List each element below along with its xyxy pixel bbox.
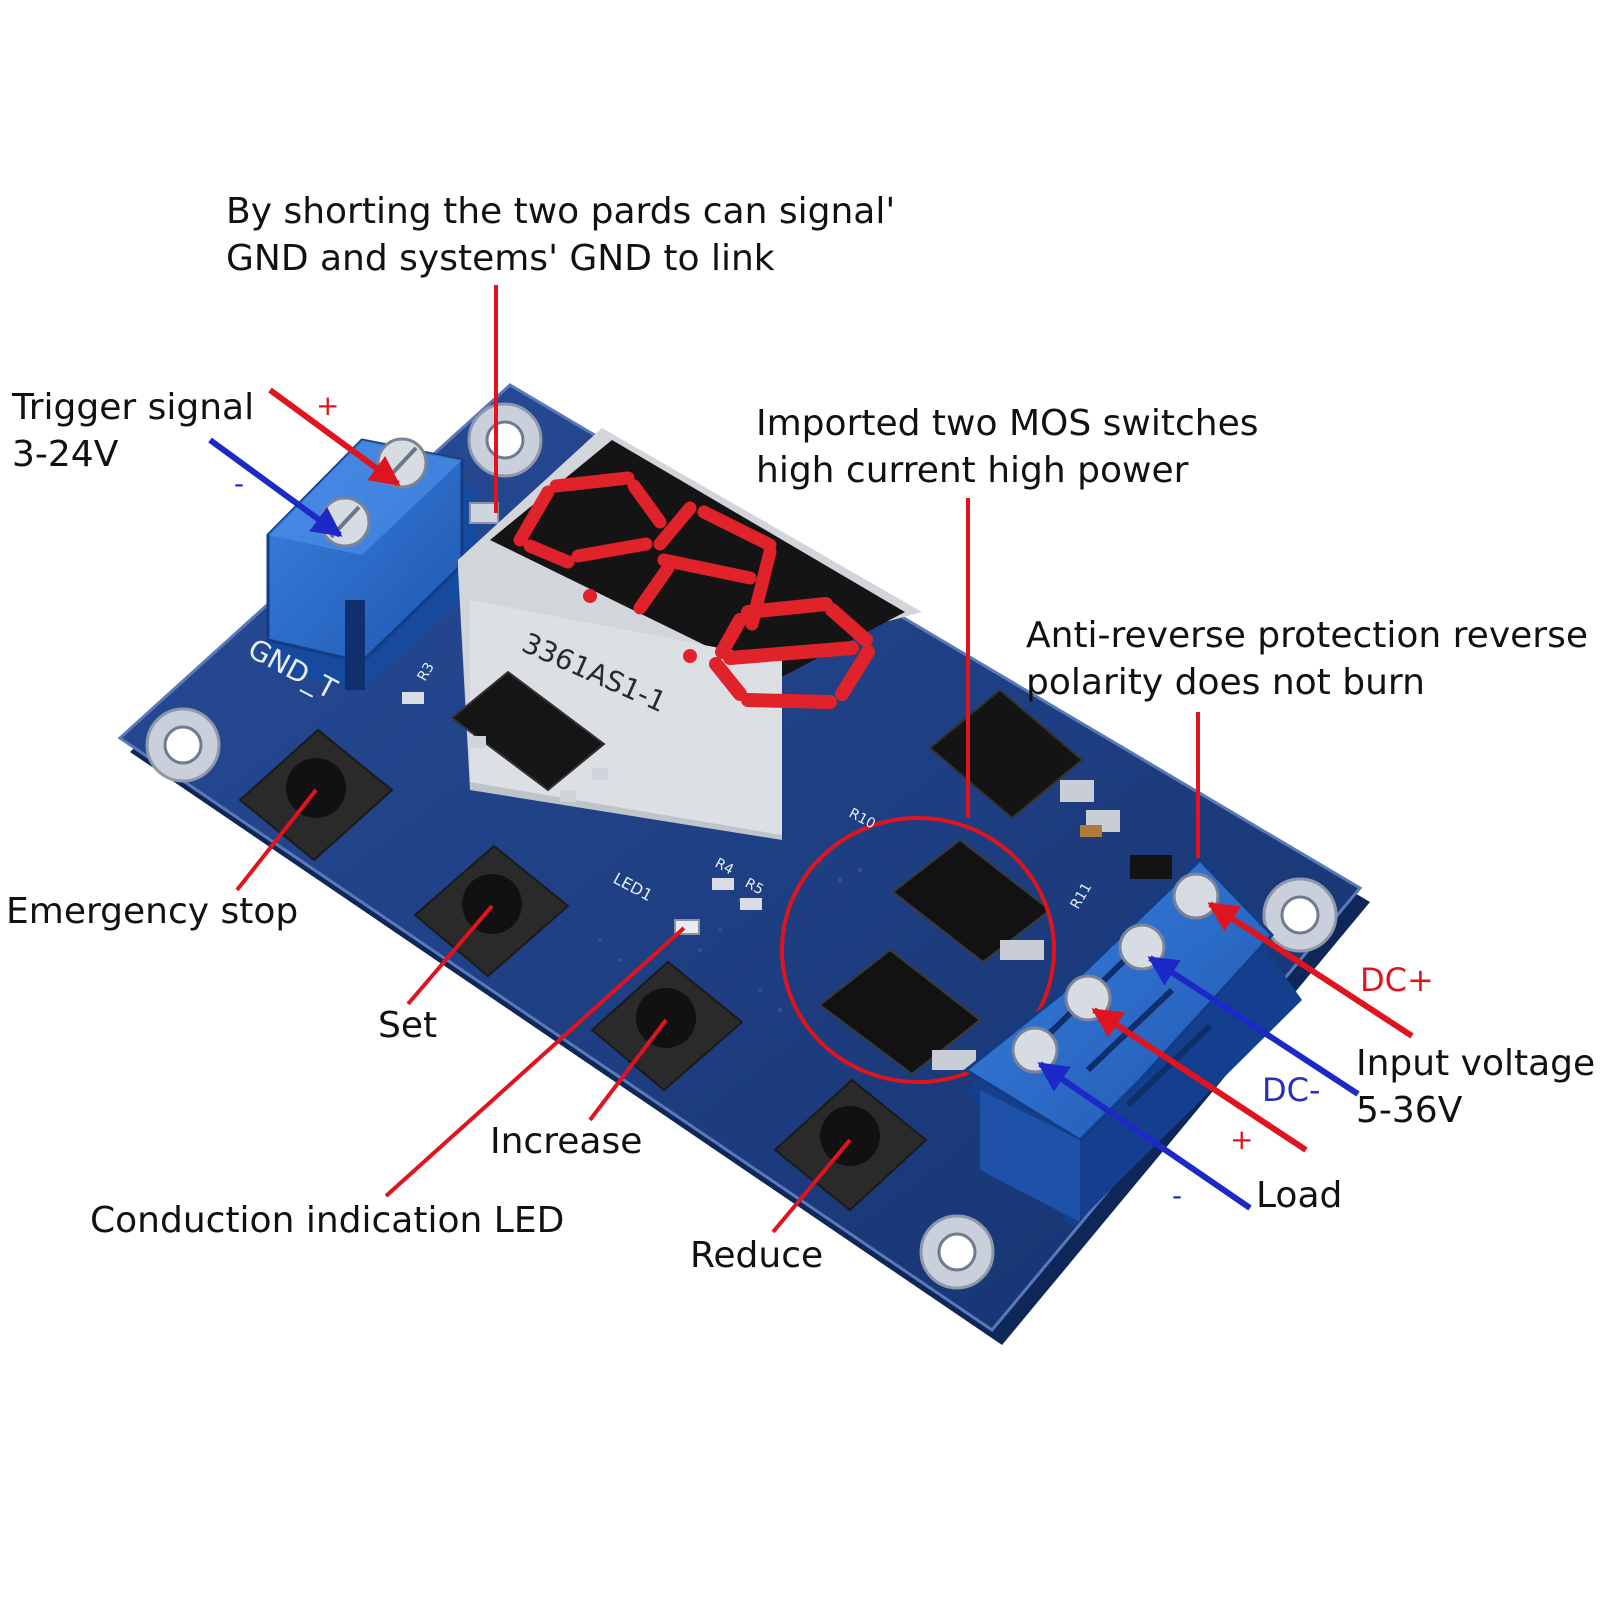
polarity-arrows bbox=[208, 387, 1414, 1211]
mounting-hole-right bbox=[1262, 877, 1338, 953]
callout-set-text: Set bbox=[378, 1005, 438, 1046]
polarity-dc-minus: DC- bbox=[1262, 1071, 1321, 1109]
callout-led: Conduction indication LED bbox=[90, 1197, 564, 1244]
capacitor bbox=[1080, 825, 1102, 837]
decimal-point bbox=[583, 589, 597, 603]
mounting-hole-left bbox=[145, 707, 221, 783]
decimal-point bbox=[683, 649, 697, 663]
screw-load-minus bbox=[1011, 1026, 1059, 1074]
callout-emergency-stop: Emergency stop bbox=[6, 888, 298, 935]
polarity-trigger-plus: + bbox=[316, 389, 340, 422]
callout-anti-reverse: Anti-reverse protection reverse polarity… bbox=[1026, 612, 1588, 706]
leader-reduce bbox=[771, 1138, 852, 1234]
callout-anti-reverse-line1: Anti-reverse protection reverse bbox=[1026, 615, 1588, 656]
arrow-trigger-minus bbox=[208, 437, 343, 538]
arrow-dc-plus bbox=[1207, 901, 1414, 1039]
button-reduce[interactable] bbox=[773, 1078, 928, 1212]
gnd-jumper-pads bbox=[469, 502, 499, 524]
callout-mos-line2: high current high power bbox=[756, 450, 1189, 491]
callout-input-voltage-line1: Input voltage bbox=[1356, 1043, 1596, 1084]
resistor-r5 bbox=[740, 898, 762, 910]
mounting-hole-bottom bbox=[919, 1214, 995, 1290]
digit-2 bbox=[513, 471, 667, 569]
silk-r4: R4 bbox=[712, 855, 736, 878]
callout-load-text: Load bbox=[1256, 1175, 1343, 1216]
resistor-r3 bbox=[402, 692, 424, 704]
leader-emergency-stop bbox=[235, 788, 318, 892]
callout-increase: Increase bbox=[490, 1118, 642, 1165]
leader-lines bbox=[235, 285, 1200, 1234]
callout-input-voltage-line2: 5-36V bbox=[1356, 1090, 1463, 1131]
callout-load: Load bbox=[1256, 1172, 1342, 1219]
polarity-trigger-minus: - bbox=[234, 467, 245, 500]
callout-trigger: Trigger signal 3-24V bbox=[12, 384, 254, 478]
callout-reduce-text: Reduce bbox=[690, 1235, 824, 1276]
callout-mos: Imported two MOS switches high current h… bbox=[756, 400, 1258, 494]
callout-gnd-link-line2: GND and systems' GND to link bbox=[226, 238, 775, 279]
button-increase[interactable] bbox=[590, 960, 744, 1092]
polarity-dc-plus: DC+ bbox=[1360, 961, 1434, 999]
callout-increase-text: Increase bbox=[490, 1121, 643, 1162]
polarity-load-plus: + bbox=[1230, 1123, 1254, 1156]
button-set[interactable] bbox=[413, 844, 570, 978]
callout-trigger-line2: 3-24V bbox=[12, 434, 119, 475]
mos-highlight-circle bbox=[780, 816, 1056, 1084]
mcu-chip bbox=[450, 670, 608, 802]
callout-led-text: Conduction indication LED bbox=[90, 1200, 565, 1241]
arrow-dc-minus bbox=[1147, 955, 1360, 1097]
leader-set bbox=[406, 904, 494, 1006]
callout-gnd-link: By shorting the two pards can signal' GN… bbox=[226, 188, 895, 282]
resistor-r4 bbox=[712, 878, 734, 890]
callout-input-voltage: Input voltage 5-36V bbox=[1356, 1040, 1595, 1134]
polarity-load-minus: - bbox=[1172, 1179, 1183, 1212]
callout-mos-line1: Imported two MOS switches bbox=[756, 403, 1259, 444]
callout-gnd-link-line1: By shorting the two pards can signal' bbox=[226, 191, 896, 232]
arrow-load-plus bbox=[1091, 1007, 1308, 1153]
arrow-load-minus bbox=[1037, 1061, 1252, 1211]
callout-trigger-line1: Trigger signal bbox=[12, 387, 255, 428]
callout-set: Set bbox=[378, 1002, 437, 1049]
digit-8 bbox=[709, 597, 875, 709]
callout-emergency-stop-text: Emergency stop bbox=[6, 891, 299, 932]
leader-increase bbox=[588, 1018, 668, 1122]
callout-anti-reverse-line2: polarity does not burn bbox=[1026, 662, 1425, 703]
silk-r5: R5 bbox=[742, 875, 766, 898]
anti-reverse-diode bbox=[1130, 855, 1172, 879]
screw-dc-plus bbox=[1172, 872, 1220, 920]
mounting-hole-top bbox=[467, 402, 543, 478]
callout-reduce: Reduce bbox=[690, 1232, 823, 1279]
arrow-trigger-plus bbox=[268, 387, 401, 487]
mos-switch-1 bbox=[891, 838, 1052, 964]
mos-switch-2 bbox=[818, 948, 982, 1076]
button-emergency-stop[interactable] bbox=[238, 728, 394, 862]
leader-led bbox=[384, 926, 686, 1198]
